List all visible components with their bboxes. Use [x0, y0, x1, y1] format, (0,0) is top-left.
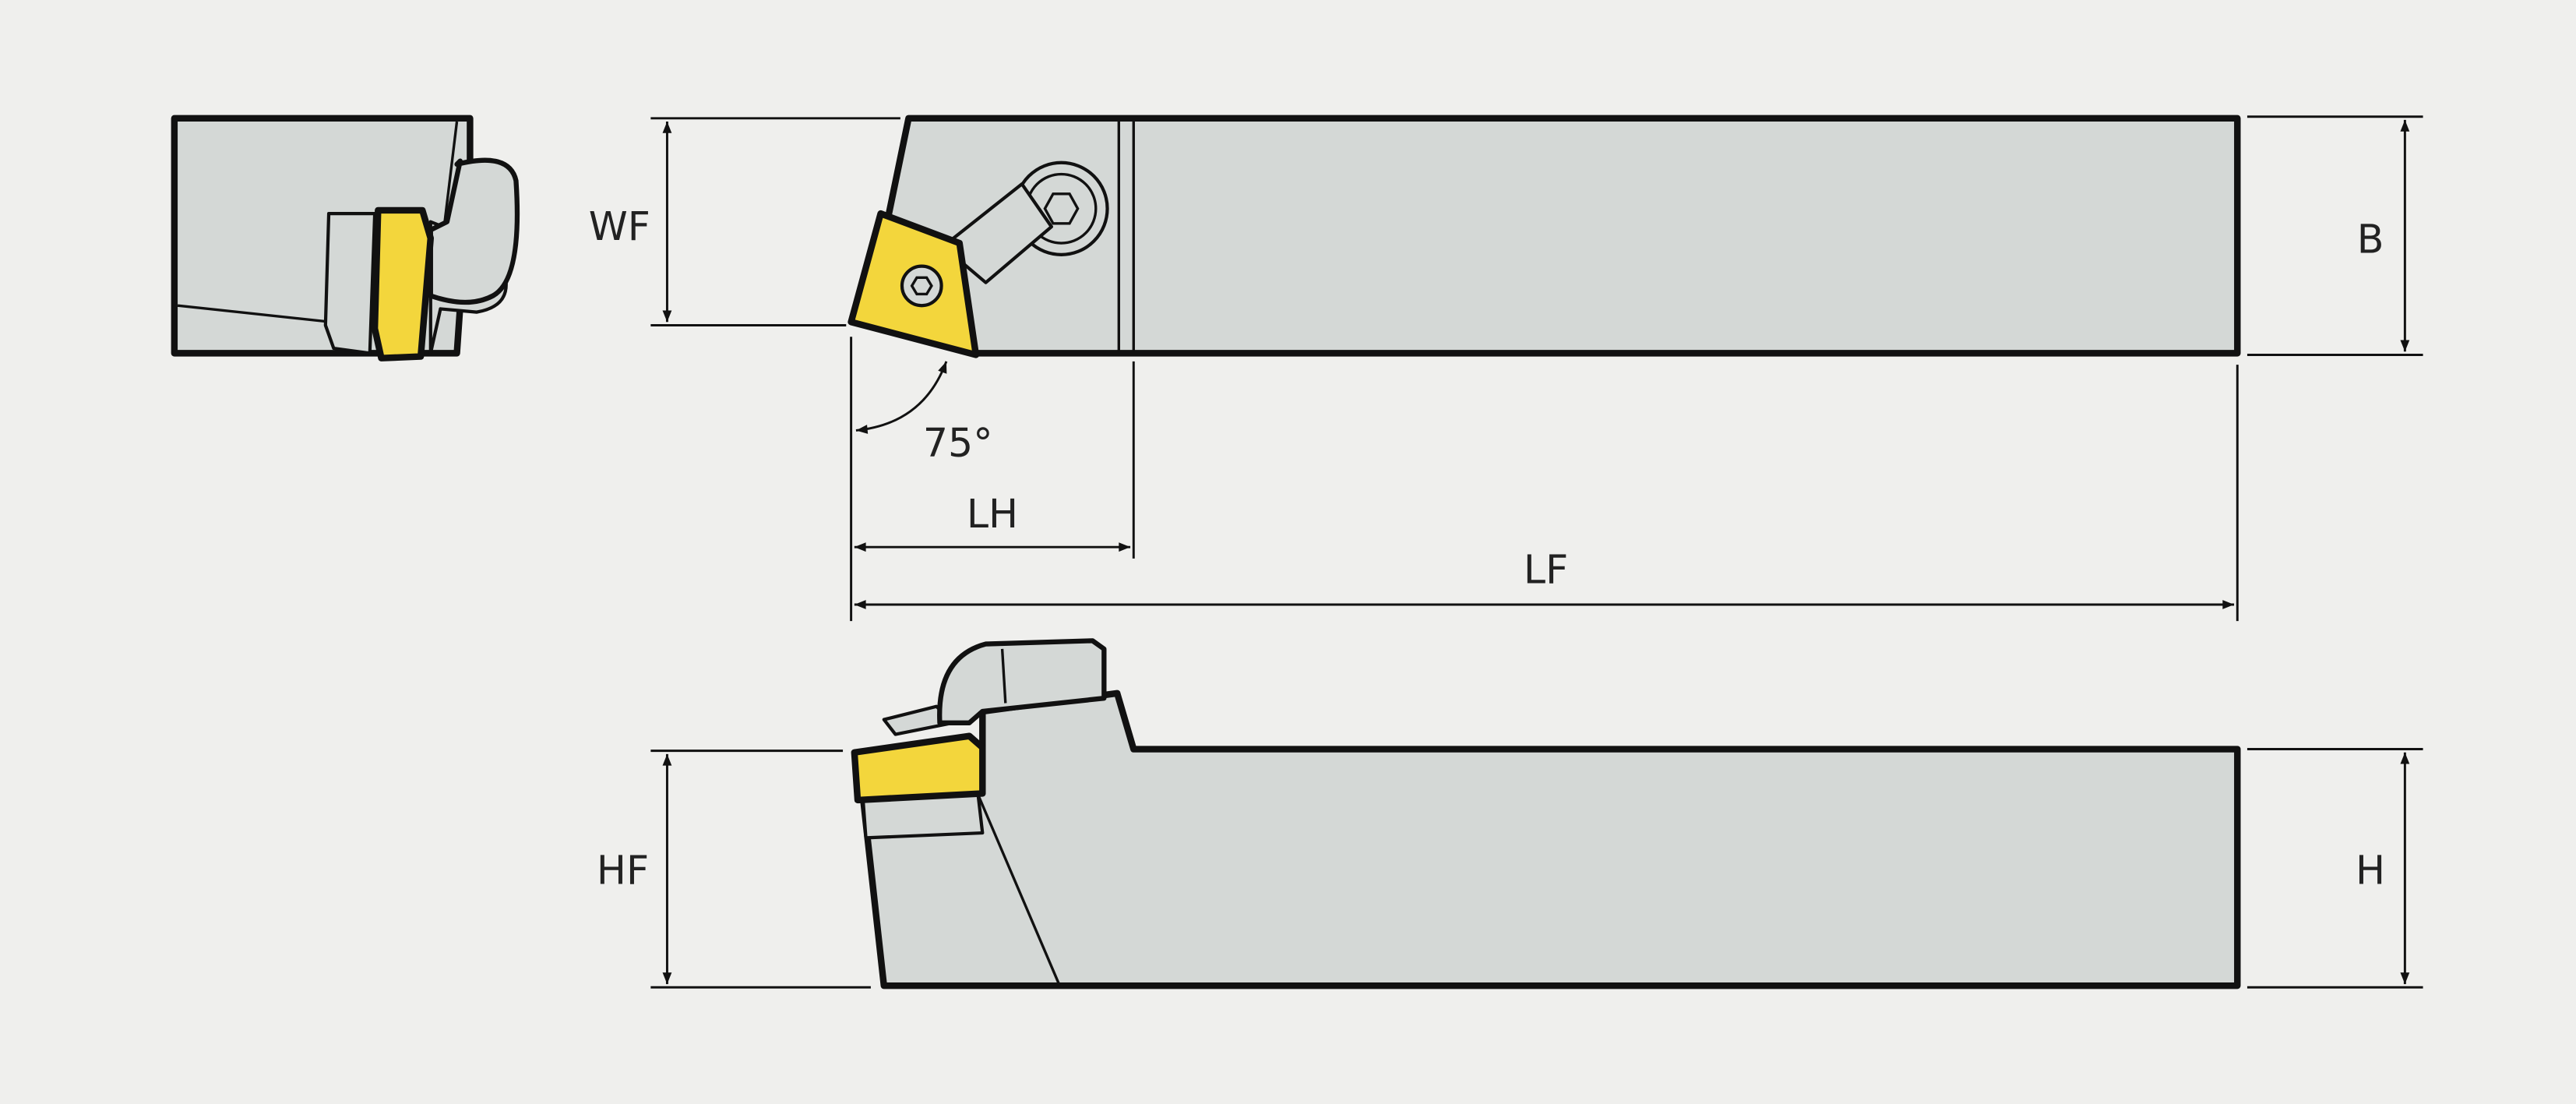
- dimension-label-lh: LH: [967, 491, 1018, 537]
- end-view: [171, 115, 520, 362]
- hex-socket-icon: [1043, 192, 1080, 225]
- insert-side-view: [851, 732, 986, 804]
- dimensions: WF B 75° LH LF HF H: [589, 115, 2423, 989]
- dimension-label-b: B: [2357, 217, 2384, 263]
- clamp-arm: [941, 182, 1053, 284]
- side-view: [851, 638, 2241, 989]
- top-view: [848, 115, 2241, 358]
- dimension-label-lf: LF: [1524, 547, 1568, 593]
- dimension-label-wf: WF: [589, 203, 650, 249]
- dimension-label-h: H: [2356, 847, 2385, 893]
- angle-label: 75°: [923, 420, 993, 466]
- dimension-label-hf: HF: [597, 847, 649, 893]
- insert-end-view: [371, 206, 435, 362]
